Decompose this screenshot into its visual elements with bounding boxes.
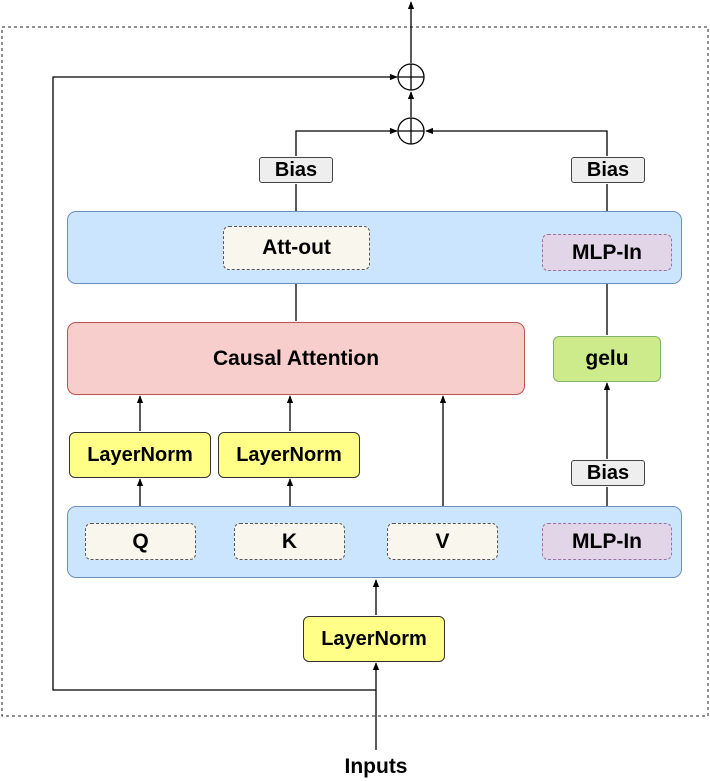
inputs-label: Inputs [344, 754, 408, 778]
mlp-in-bottom-node: MLP-In [542, 523, 672, 560]
bias-mlp-top-node: Bias [571, 157, 645, 183]
layernorm-input-node: LayerNorm [303, 616, 445, 662]
mlp-in-top-node: MLP-In [542, 234, 672, 271]
residual-skip-connection [52, 73, 398, 691]
bias-mlp-mid-node: Bias [571, 460, 645, 486]
layernorm-q-node: LayerNorm [69, 432, 211, 478]
sum-circle-upper [397, 63, 425, 91]
bias-att-node: Bias [259, 157, 333, 183]
sum-circle-lower [397, 117, 425, 145]
k-node: K [234, 523, 345, 560]
v-node: V [387, 523, 498, 560]
block-boundary [1, 26, 709, 717]
att-out-node: Att-out [223, 226, 370, 270]
bias-att-to-sum-arrow [295, 127, 398, 156]
bias-mlp-to-sum-arrow [425, 127, 608, 156]
layernorm-k-node: LayerNorm [218, 432, 360, 478]
gelu-node: gelu [553, 336, 661, 382]
causal-attention-node: Causal Attention [67, 322, 525, 395]
q-node: Q [85, 523, 196, 560]
